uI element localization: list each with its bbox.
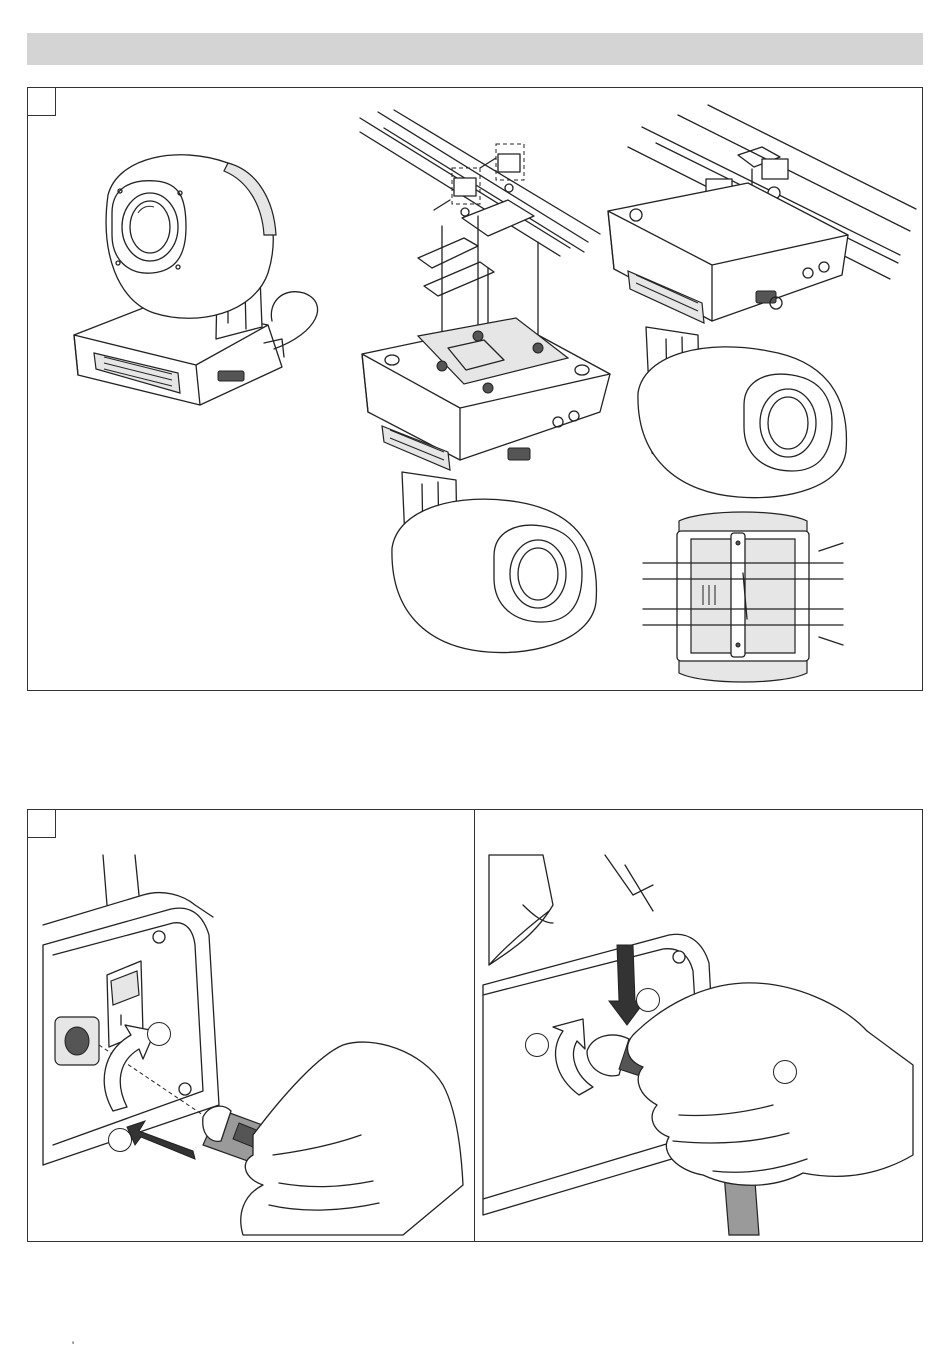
callout-circle-icon bbox=[636, 988, 660, 1012]
bottom-view-truss-illustration bbox=[643, 513, 843, 678]
callout-circle-icon bbox=[108, 1128, 132, 1152]
footer-mark: ' bbox=[72, 1340, 74, 1352]
arrow-straight-icon bbox=[127, 1121, 195, 1159]
figure-panel-mounting bbox=[27, 87, 923, 691]
figure-panel-power-connection bbox=[27, 809, 923, 1242]
panel-tag bbox=[28, 810, 56, 838]
callout-circle-icon bbox=[147, 1022, 171, 1046]
mounted-on-truss-illustration bbox=[598, 103, 923, 498]
header-bar bbox=[27, 33, 923, 65]
callout-circle-icon bbox=[525, 1033, 549, 1057]
panel-tag bbox=[28, 88, 56, 116]
moving-head-standing-illustration bbox=[68, 143, 328, 433]
plug-insert-and-twist-illustration bbox=[43, 855, 468, 1235]
clamp-mounting-exploded-illustration bbox=[338, 108, 608, 613]
panel-divider bbox=[474, 810, 475, 1241]
callout-circle-icon bbox=[773, 1060, 797, 1084]
